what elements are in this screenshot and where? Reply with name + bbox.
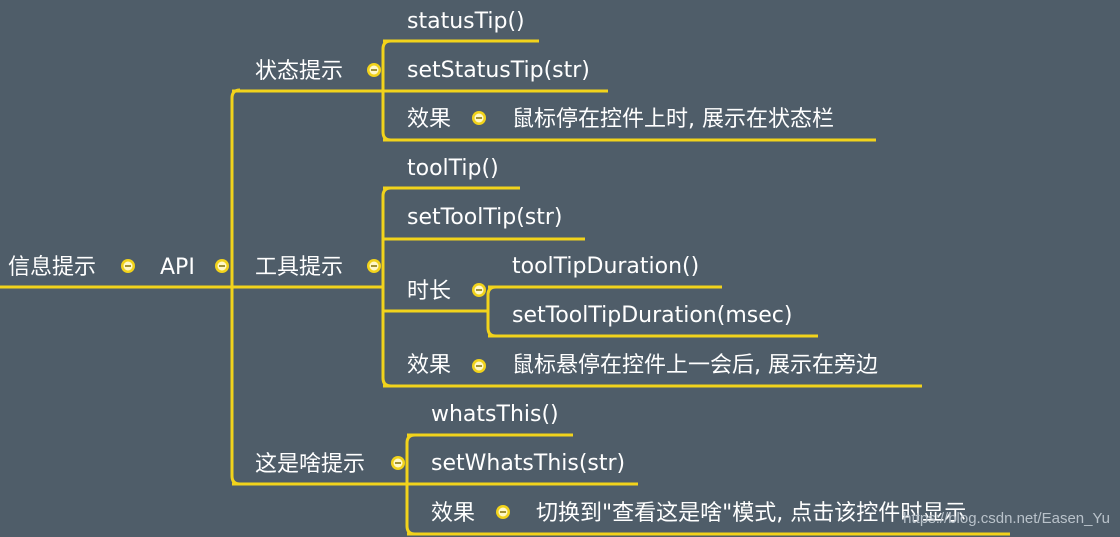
api-node[interactable]: API (160, 255, 195, 280)
whats-item-2[interactable]: setWhatsThis(str) (431, 451, 625, 476)
tool-item-2[interactable]: setToolTip(str) (407, 205, 563, 230)
api-collapse-icon[interactable] (215, 259, 229, 273)
duration-bracket (486, 285, 497, 338)
whats-item-1[interactable]: whatsThis() (431, 402, 559, 427)
connectors (0, 39, 1010, 536)
duration-item-1[interactable]: toolTipDuration() (512, 254, 699, 279)
whats-effect-node[interactable]: 效果 (431, 501, 475, 526)
status-item-2[interactable]: setStatusTip(str) (407, 58, 590, 83)
whats-effect-collapse-icon[interactable] (496, 505, 510, 519)
root-collapse-icon[interactable] (121, 259, 135, 273)
tool-node[interactable]: 工具提示 (255, 255, 343, 280)
root-node[interactable]: 信息提示 (8, 255, 96, 280)
tool-item-1[interactable]: toolTip() (407, 156, 499, 181)
duration-collapse-icon[interactable] (472, 283, 486, 297)
status-effect-node[interactable]: 效果 (407, 107, 451, 132)
node-labels: 信息提示 API 状态提示 statusTip() setStatusTip(s… (8, 9, 1110, 527)
tool-effect-node[interactable]: 效果 (407, 353, 451, 378)
tool-effect-text[interactable]: 鼠标悬停在控件上一会后, 展示在旁边 (512, 353, 878, 378)
watermark: https://blog.csdn.net/Easen_Yu (903, 510, 1110, 527)
tool-collapse-icon[interactable] (367, 259, 381, 273)
duration-node[interactable]: 时长 (407, 279, 451, 304)
duration-item-2[interactable]: setToolTipDuration(msec) (512, 303, 792, 328)
status-effect-text[interactable]: 鼠标停在控件上时, 展示在状态栏 (512, 107, 834, 132)
tool-effect-collapse-icon[interactable] (472, 359, 486, 373)
whats-node[interactable]: 这是啥提示 (255, 452, 365, 477)
collapse-toggles (121, 63, 510, 519)
status-item-1[interactable]: statusTip() (407, 9, 525, 34)
whats-collapse-icon[interactable] (391, 456, 405, 470)
whats-effect-text[interactable]: 切换到"查看这是啥"模式, 点击该控件时显示 (536, 501, 966, 526)
status-effect-collapse-icon[interactable] (472, 111, 486, 125)
status-node[interactable]: 状态提示 (255, 59, 343, 84)
status-collapse-icon[interactable] (367, 63, 381, 77)
tool-bracket (381, 186, 392, 388)
